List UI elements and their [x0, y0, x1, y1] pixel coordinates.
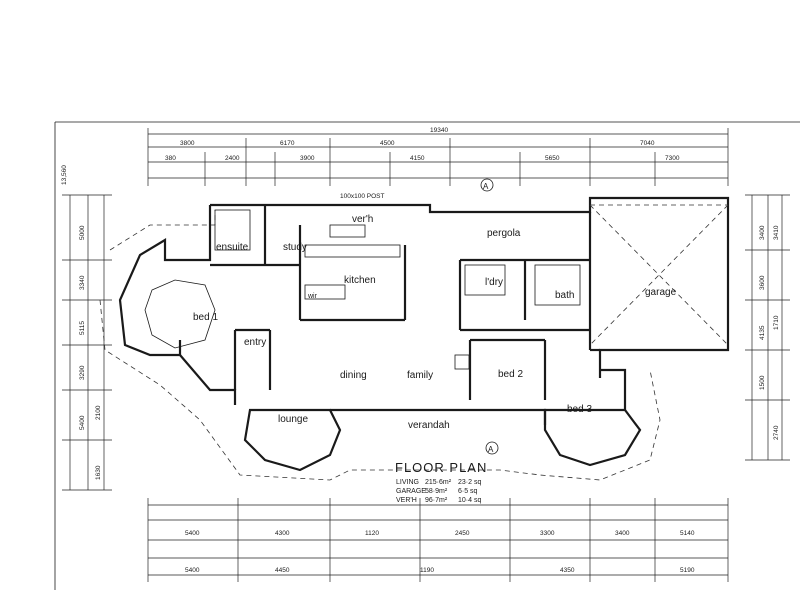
dim-left-3: 5115 — [79, 321, 86, 335]
dim-top-3: 4500 — [380, 140, 395, 147]
room-label-bed1: bed 1 — [193, 312, 218, 323]
dim-right-5: 3410 — [773, 225, 780, 240]
area-verh-m2: 96·7m² — [425, 497, 448, 504]
dim-bottom-6: 3400 — [615, 530, 630, 537]
building-outline — [118, 196, 730, 472]
top-dimension-lines: 19340 3800 6170 4500 7040 380 2400 3900 … — [147, 127, 729, 186]
dim-top-6: 2400 — [225, 155, 240, 162]
room-label-ldry: l'dry — [485, 277, 503, 288]
area-garage-m2: 58·9m² — [425, 488, 448, 495]
area-garage-label: GARAGE — [396, 488, 426, 495]
dim-right-7: 2740 — [773, 425, 780, 440]
room-label-bed3: bed 3 — [567, 404, 592, 415]
kitchen-fixtures — [214, 209, 581, 370]
dim-bottom-10: 1190 — [420, 567, 434, 574]
room-label-verh: ver'h — [352, 214, 373, 225]
bottom-dimension-lines: 5400 4300 1120 2450 3300 3400 5140 5400 … — [147, 498, 729, 582]
area-verh-sq: 10·4 sq — [458, 497, 481, 504]
room-label-study: study — [283, 242, 307, 253]
dim-right-4: 1500 — [759, 375, 766, 390]
dim-top-10: 7300 — [665, 155, 680, 162]
room-label-verandah: verandah — [408, 420, 450, 431]
dim-bottom-8: 5400 — [185, 567, 200, 574]
dim-left-5: 5400 — [79, 415, 86, 430]
room-label-bath: bath — [555, 290, 574, 301]
dim-right-6: 1710 — [773, 315, 780, 330]
room-label-garage: garage — [645, 287, 677, 298]
dim-right-1: 3400 — [759, 225, 766, 240]
room-label-entry: entry — [244, 337, 266, 348]
area-schedule: LIVING 215·6m² 23·2 sq GARAGE 58·9m² 6·5… — [396, 479, 481, 504]
dim-top-1: 3800 — [180, 140, 195, 147]
dim-top-9: 5650 — [545, 155, 560, 162]
dim-right-3: 4135 — [759, 325, 766, 340]
section-marker-top: A — [480, 178, 494, 192]
room-label-lounge: lounge — [278, 414, 308, 425]
dim-right-2: 3600 — [759, 275, 766, 290]
section-marker-top-label: A — [483, 182, 489, 191]
dim-top-5: 380 — [165, 155, 176, 162]
section-marker-bottom: A — [485, 441, 499, 455]
plan-title: FLOOR PLAN — [395, 460, 487, 475]
area-living-label: LIVING — [396, 479, 419, 486]
dim-left-6: 2100 — [95, 405, 102, 420]
dim-bottom-5: 3300 — [540, 530, 555, 537]
dim-left-4: 3290 — [79, 365, 86, 380]
dim-top-2: 6170 — [280, 140, 295, 147]
section-marker-bottom-label: A — [488, 445, 494, 454]
dim-bottom-3: 1120 — [365, 530, 379, 537]
dim-bottom-11: 4350 — [560, 567, 575, 574]
dim-left-7: 1630 — [95, 465, 102, 480]
room-label-dining: dining — [340, 370, 367, 381]
dim-bottom-9: 4450 — [275, 567, 290, 574]
left-dimension-lines: 13,560 5000 3340 5115 3290 5400 2100 163… — [61, 165, 112, 491]
room-label-ensuite: ensuite — [216, 242, 249, 253]
dim-bottom-2: 4300 — [275, 530, 290, 537]
dim-bottom-1: 5400 — [185, 530, 200, 537]
dim-top-4: 7040 — [640, 140, 655, 147]
room-label-bed2: bed 2 — [498, 369, 523, 380]
area-garage-sq: 6·5 sq — [458, 488, 478, 495]
dim-left-2: 3340 — [79, 275, 86, 290]
dim-top-overall: 19340 — [430, 127, 448, 134]
dim-top-7: 3900 — [300, 155, 315, 162]
room-label-wir: wir — [307, 293, 318, 300]
room-label-family: family — [407, 370, 433, 381]
dim-left-1: 5000 — [79, 225, 86, 240]
post-note: 100x100 POST — [340, 193, 384, 200]
dim-left-overall: 13,560 — [61, 165, 68, 185]
area-living-m2: 215·6m² — [425, 479, 452, 486]
dim-bottom-7: 5140 — [680, 530, 695, 537]
dim-bottom-4: 2450 — [455, 530, 470, 537]
room-label-kitchen: kitchen — [344, 275, 376, 286]
dim-top-8: 4150 — [410, 155, 425, 162]
right-dimension-lines: 3400 3600 4135 1500 3410 1710 2740 — [745, 194, 790, 461]
room-label-pergola: pergola — [487, 228, 521, 239]
area-living-sq: 23·2 sq — [458, 479, 481, 486]
area-verh-label: VER'H — [396, 497, 417, 504]
dim-bottom-12: 5190 — [680, 567, 695, 574]
